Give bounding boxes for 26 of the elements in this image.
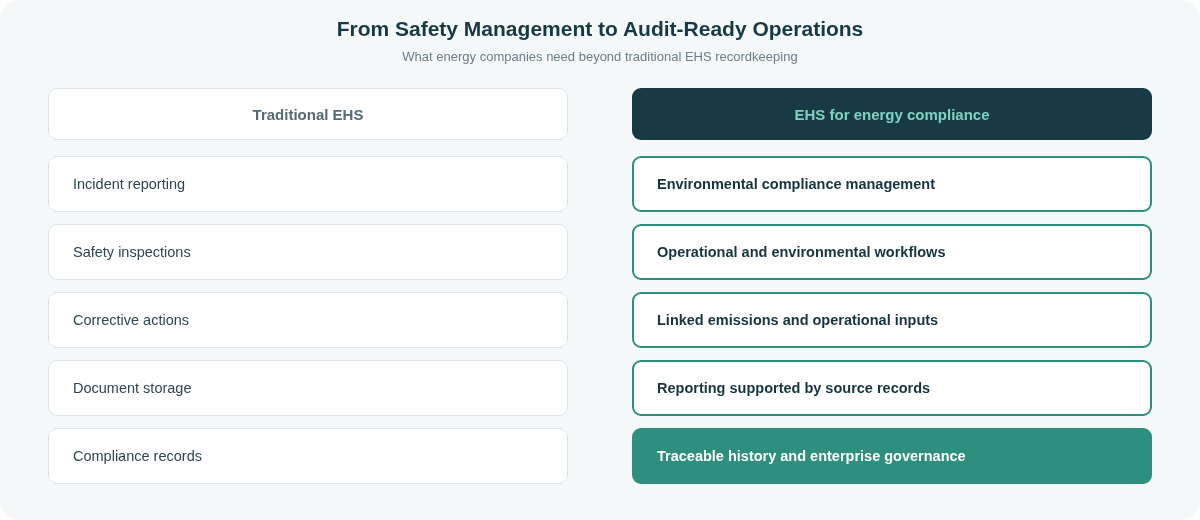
feature-label: Traceable history and enterprise governance [657,448,966,464]
feature-label: Compliance records [73,448,202,464]
feature-card [632,360,1152,416]
column-heading: Traditional EHS [252,105,364,123]
feature-label: Safety inspections [73,244,191,260]
feature-card [48,292,568,348]
feature-label: Document storage [73,380,192,396]
diagram-title: From Safety Management to Audit-Ready Operations [335,17,865,41]
feature-label: Environmental compliance management [657,176,935,192]
feature-card [48,360,568,416]
feature-label: Operational and environmental workflows [657,244,946,260]
feature-label: Reporting supported by source records [657,380,931,396]
highlighted-feature-card [632,428,1152,484]
feature-card [48,428,568,484]
feature-card [632,292,1152,348]
feature-label: Corrective actions [73,312,190,328]
feature-card [48,224,568,280]
column-header-card [632,88,1152,140]
feature-card [632,224,1152,280]
feature-label: Incident reporting [73,176,186,192]
column-header-card [48,88,568,140]
feature-card [632,156,1152,212]
feature-label: Linked emissions and operational inputs [657,312,939,328]
column-heading: EHS for energy compliance [794,105,990,123]
feature-card [48,156,568,212]
diagram-subtitle: What energy companies need beyond traditional EHS recordkeeping [401,49,799,64]
